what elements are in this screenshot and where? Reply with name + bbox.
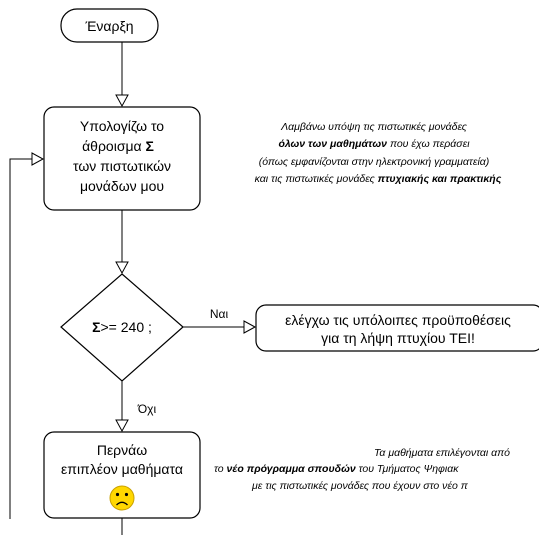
sad-face-icon [109, 485, 135, 511]
edge-start-compute [115, 42, 129, 108]
yes-label: Ναι [210, 307, 229, 321]
sigma-symbol: Σ [146, 138, 154, 154]
note1-line-4: και τις πιστωτικές μονάδες πτυχιακής και… [255, 173, 502, 185]
check-node[interactable]: ελέγχω τις υπόλοιπες προϋποθέσεις για τη… [255, 304, 539, 352]
note-courses: Τα μαθήματα επιλέγονται από το νέο πρόγρ… [214, 447, 510, 492]
check-line-2: για τη λήψη πτυχίου ΤΕΙ! [321, 330, 475, 346]
decision-node[interactable]: Σ>= 240 ; [60, 273, 184, 382]
check-line-1: ελέγχω τις υπόλοιπες προϋποθέσεις [285, 312, 511, 328]
compute-line-2: άθροισμα Σ [82, 138, 154, 154]
note-credits: Λαμβάνω υπόψη τις πιστωτικές μονάδες όλω… [255, 121, 502, 185]
compute-node[interactable]: Υπολογίζω το άθροισμα Σ των πιστωτικών μ… [43, 106, 201, 211]
note2-line-2: το νέο πρόγραμμα σπουδών του Τμήματος Ψη… [214, 463, 459, 475]
extra-courses-node[interactable]: Περνάω επιπλέον μαθήματα [43, 431, 201, 519]
compute-line-3: των πιστωτικών [73, 158, 171, 174]
edge-loop-back [9, 152, 123, 535]
no-label: Όχι [137, 402, 157, 416]
edge-no: Όχι [115, 381, 157, 433]
compute-line-4: μονάδων μου [80, 178, 164, 194]
compute-line-1: Υπολογίζω το [80, 118, 164, 134]
extra-line-1: Περνάω [97, 442, 147, 458]
note2-line-1: Τα μαθήματα επιλέγονται από [374, 447, 510, 459]
start-node[interactable]: Έναρξη [60, 8, 159, 43]
extra-line-2: επιπλέον μαθήματα [61, 461, 183, 477]
edge-compute-decision [115, 210, 129, 275]
start-label: Έναρξη [84, 18, 133, 34]
decision-label: Σ>= 240 ; [92, 319, 152, 335]
edge-yes: Ναι [183, 307, 257, 334]
note1-line-2: όλων των μαθημάτων που έχω περάσει [278, 138, 470, 150]
note1-line-3: (όπως εμφανίζονται στην ηλεκτρονική γραμ… [259, 156, 490, 168]
note2-line-3: με τις πιστωτικές μονάδες που έχουν στο … [251, 480, 469, 492]
note1-line-1: Λαμβάνω υπόψη τις πιστωτικές μονάδες [280, 121, 468, 133]
